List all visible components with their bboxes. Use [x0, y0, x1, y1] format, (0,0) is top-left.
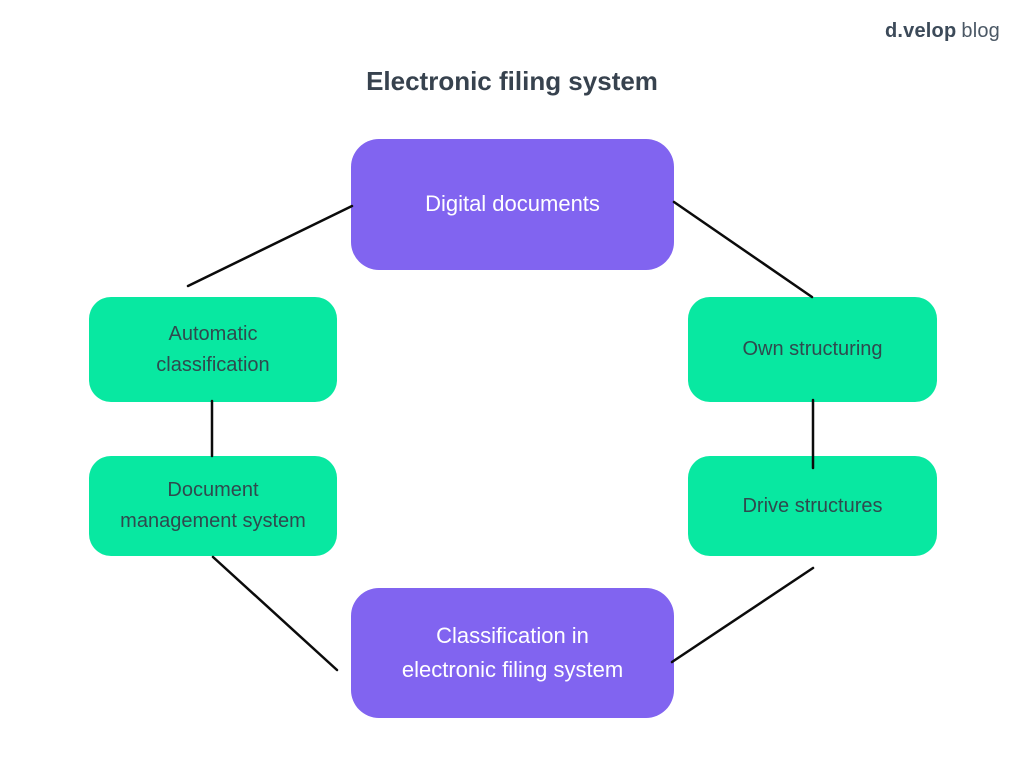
diagram-title: Electronic filing system: [366, 66, 658, 96]
node-automatic-classification: Automatic classification: [89, 297, 337, 402]
connector-digital-documents-automatic-classification: [186, 204, 354, 288]
node-label: Digital documents: [425, 191, 600, 217]
logo-suffix: blog: [961, 20, 1000, 42]
node-own-structuring: Own structuring: [688, 297, 937, 402]
node-document-management-system: Document management system: [89, 456, 337, 556]
node-drive-structures: Drive structures: [688, 456, 937, 556]
node-label: Automatic classification: [156, 322, 270, 376]
node-digital-documents: Digital documents: [351, 139, 674, 270]
connector-classification-efs-drive-structures: [670, 566, 815, 664]
node-label: Drive structures: [742, 494, 883, 517]
node-label: Own structuring: [742, 338, 883, 360]
node-label: Classification in electronic filing syst…: [401, 622, 624, 682]
node-label: Document management system: [120, 479, 306, 532]
node-classification-in-electronic-filing-system: Classification in electronic filing syst…: [351, 588, 674, 718]
connector-digital-documents-own-structuring: [672, 200, 814, 299]
connector-document-management-classification-efs: [211, 555, 339, 672]
logo-brand: d.velop: [884, 20, 957, 42]
